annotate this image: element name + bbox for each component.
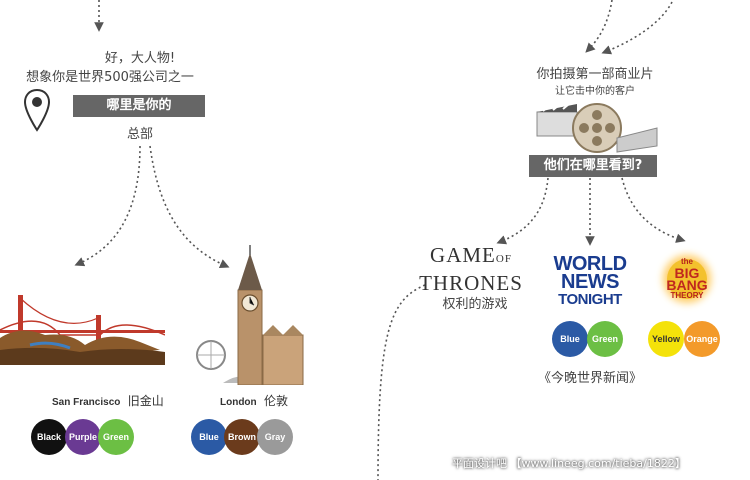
bbt-logo: the BIG BANG THEORY: [666, 257, 708, 300]
color-dot-black: Black: [31, 419, 67, 455]
color-dot-purple: Purple: [65, 419, 101, 455]
arrow-to-bbt: [621, 177, 686, 243]
bbt-logo-line: THEORY: [670, 291, 704, 300]
color-dot-blue: Blue: [191, 419, 227, 455]
arrow-to-london: [149, 145, 230, 269]
film-reel-icon: [536, 103, 658, 153]
golden-gate-illustration: [0, 295, 165, 365]
imagine-text: 想象你是世界500强公司之一: [26, 70, 194, 85]
wnt-zh: 《今晚世界新闻》: [537, 371, 642, 386]
wnt-logo: WORLD NEWS TONIGHT: [548, 253, 632, 309]
arrow-top-right-2: [601, 1, 673, 55]
arrow-down-got: [377, 284, 426, 480]
footer-watermark: 平面设计吧 【www.lineeg.com/tieba/1822】: [452, 457, 686, 470]
bbt-logo-line: the: [681, 257, 693, 266]
color-dot-green: Green: [98, 419, 134, 455]
got-logo-top: GAME: [430, 243, 496, 267]
color-dot-yellow: Yellow: [648, 321, 684, 357]
color-dot-orange: Orange: [684, 321, 720, 357]
color-dot-green: Green: [587, 321, 623, 357]
got-logo-bottom: THRONES: [419, 271, 523, 295]
city-en: London: [220, 397, 257, 408]
city-zh: 旧金山: [127, 394, 164, 408]
city-label-sanfrancisco: San Francisco 旧金山: [52, 392, 164, 409]
arrow-to-got: [496, 177, 549, 245]
color-dot-blue: Blue: [552, 321, 588, 357]
film-text: 你拍摄第一部商业片: [536, 67, 654, 82]
city-label-london: London 伦敦: [220, 392, 288, 409]
bbt-logo-line: BANG: [666, 277, 708, 293]
wnt-logo-line: TONIGHT: [558, 291, 622, 308]
color-dot-brown: Brown: [224, 419, 260, 455]
where-banner: 哪里是你的: [73, 95, 205, 117]
bbt-logo-line: BIG: [674, 265, 700, 281]
map-pin-icon: [23, 88, 51, 132]
wnt-logo-line: NEWS: [561, 271, 620, 293]
big-ben-illustration: [196, 245, 304, 385]
color-dot-gray: Gray: [257, 419, 293, 455]
arrow-top-right-1: [585, 0, 613, 53]
got-zh: 权利的游戏: [442, 297, 508, 312]
click-text: 让它击中你的客户: [555, 86, 635, 97]
city-en: San Francisco: [52, 397, 121, 408]
wnt-logo-line: WORLD: [553, 253, 627, 275]
got-logo-of: OF: [495, 253, 512, 265]
arrow-to-sanfrancisco: [74, 145, 141, 267]
city-zh: 伦敦: [264, 394, 289, 408]
hq-text: 总部: [126, 127, 153, 142]
greeting-text: 好，大人物!: [104, 51, 176, 66]
where-seen-banner: 他们在哪里看到?: [529, 155, 657, 177]
got-logo: GAMEOF THRONES: [412, 243, 530, 295]
